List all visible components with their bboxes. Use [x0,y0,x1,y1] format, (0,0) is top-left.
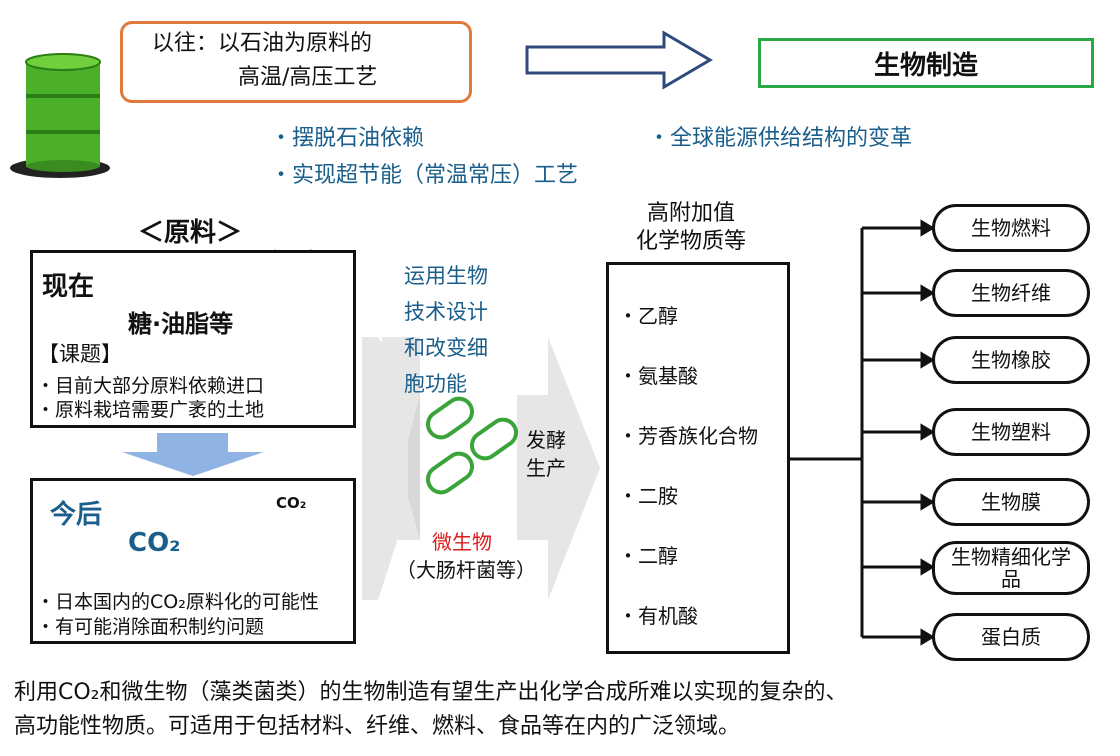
current-materials-box [30,250,356,428]
cell-design-line: 技术设计 [404,300,488,324]
benefit-energy-structure: ・全球能源供给结构的变革 [648,126,913,151]
chemical-item: ・芳香族化合物 [618,424,758,448]
product-bioplastic: 生物塑料 [932,408,1090,456]
old-process-line2: 高温/高压工艺 [238,65,378,90]
future-materials-box [30,478,356,644]
future-material: CO₂ [128,528,181,558]
chemicals-title: 高附加值 化学物质等 [636,200,746,256]
chemical-item: ・乙醇 [618,304,678,328]
product-biofuel: 生物燃料 [932,204,1090,252]
microbe-example: （大肠杆菌等） [396,558,536,582]
down-arrow-icon [122,433,264,476]
benefit-energy-saving: ・实现超节能（常温常压）工艺 [270,163,579,188]
chemical-item: ・二醇 [618,544,678,568]
issues-title: 【课题】 [38,342,122,366]
fermentation-line1: 发酵 [526,428,566,452]
biomanufacturing-box: 生物制造 [758,38,1094,88]
chemical-item: ・有机酸 [618,604,698,628]
cell-design-line: 运用生物 [404,264,488,288]
product-protein: 蛋白质 [932,613,1090,661]
future-area-constraint: ・有可能消除面积制约问题 [36,616,265,638]
current-title: 现在 [42,272,95,302]
benefit-escape-oil: ・摆脱石油依赖 [270,126,425,151]
oil-barrel-icon [10,53,110,178]
old-process-line1: 以往：以石油为原料的 [152,31,373,56]
process-chevron-icon [362,337,420,600]
co2-cloud-label: CO₂ [276,494,307,512]
fermentation-label: 发酵 生产 [526,426,566,482]
cell-design-line: 胞功能 [404,372,467,396]
future-domestic-co2: ・日本国内的CO₂原料化的可能性 [36,591,319,613]
chemicals-box [606,262,790,654]
microbe-icon [425,396,519,495]
product-connectors [790,219,935,646]
ferment-chevron-icon [517,337,600,600]
future-title: 今后 [50,500,103,530]
product-biorubber: 生物橡胶 [932,336,1090,384]
chemical-item: ・二胺 [618,484,678,508]
product-fine-chemicals: 生物精细化学品 [932,541,1090,595]
product-biofiber: 生物纤维 [932,269,1090,317]
fermentation-line2: 生产 [526,456,566,480]
current-material: 糖·油脂等 [128,310,234,338]
chemical-item: ・氨基酸 [618,364,698,388]
cell-design-line: 和改变细 [404,336,488,360]
transition-arrow-icon [525,30,713,90]
microbe-label: 微生物 [432,530,492,554]
product-biofilm: 生物膜 [932,478,1090,526]
chemicals-title-line2: 化学物质等 [636,229,747,254]
issue-land: ・原料栽培需要广袤的土地 [36,399,265,421]
footer-line2: 高功能性物质。可适用于包括材料、纤维、燃料、食品等在内的广泛领域。 [14,714,741,739]
old-process-box [120,21,472,103]
issue-import: ・目前大部分原料依赖进口 [36,375,265,397]
chemicals-title-line1: 高附加值 [647,201,736,226]
cell-design-text: 运用生物 技术设计 和改变细 胞功能 [404,258,488,402]
raw-materials-heading: ＜原料＞ [138,218,243,248]
footer-line1: 利用CO₂和微生物（藻类菌类）的生物制造有望生产出化学合成所难以实现的复杂的、 [14,680,848,705]
